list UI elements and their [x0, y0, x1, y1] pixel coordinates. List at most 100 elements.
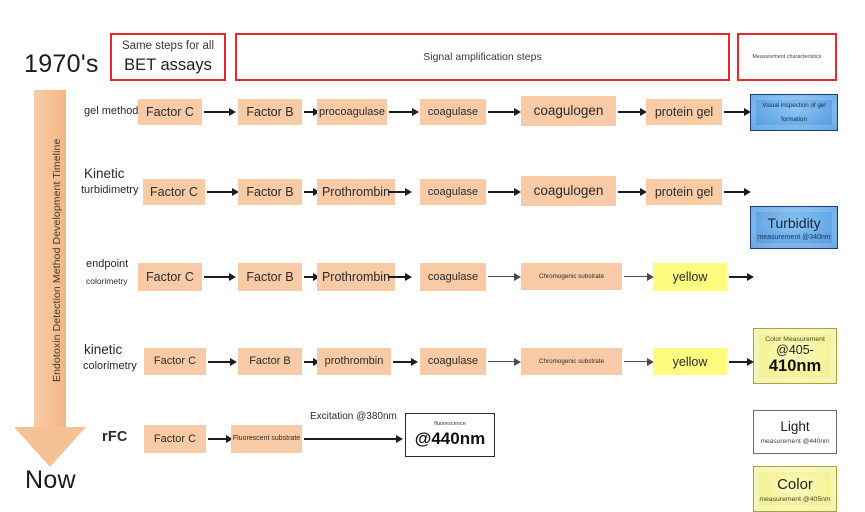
row-rfc-step-2: Fluorescent substrate: [231, 425, 302, 453]
row-endpoint-colorimetry-step-4: coagulase: [420, 263, 486, 291]
row-kinetic-colorimetry-result-sub: measurement @405nm: [759, 495, 831, 503]
row-endpoint-colorimetry-result-big: 410nm: [768, 357, 822, 375]
row-endpoint-colorimetry-arrow-5-head: [647, 272, 654, 281]
row-rfc-step-1: Factor C: [144, 425, 206, 453]
row-rfc-result-title: Light: [780, 419, 810, 434]
row-gel-method-step-3: procoagulase: [317, 99, 387, 125]
row-gel-method-arrow-3: [389, 111, 414, 113]
row-label-endpoint-colorimetry-small: colorimetry: [86, 276, 128, 286]
header-common-line2: BET assays: [124, 56, 212, 75]
row-endpoint-colorimetry-result-caption: Color Measurement: [765, 336, 825, 343]
row-label-kinetic-colorimetry-small: colorimetry: [83, 360, 137, 372]
row-gel-method-arrow-3-head: [412, 107, 419, 116]
header-measurement-characteristics-label: Measurement characteristics: [752, 54, 822, 60]
row-label-kinetic-turbidimetry-small: turbidimetry: [81, 184, 139, 196]
row-kinetic-colorimetry-result: Color measurement @405nm: [753, 466, 837, 512]
row-endpoint-colorimetry-arrow-1-head: [229, 272, 236, 281]
row-kinetic-colorimetry-arrow-2-head: [313, 357, 320, 366]
row-gel-method-arrow-4-head: [514, 107, 521, 116]
row-kinetic-turbidimetry-step-4: coagulase: [420, 179, 486, 205]
row-gel-method-step-6: protein gel: [646, 99, 722, 125]
row-kinetic-colorimetry-step-2: Factor B: [238, 348, 302, 375]
row-rfc-readout-value: @440nm: [414, 429, 486, 448]
row-endpoint-colorimetry-step-2: Factor B: [238, 263, 302, 291]
row-kinetic-colorimetry-arrow-5: [624, 361, 650, 363]
timeline-start-label: 1970's: [24, 50, 99, 78]
row-endpoint-colorimetry-result: Color Measurement @405- 410nm: [753, 328, 837, 384]
row-kinetic-turbidimetry-step-1: Factor C: [143, 179, 205, 205]
row-kinetic-colorimetry-step-3: prothrombin: [317, 348, 391, 375]
row-kinetic-turbidimetry-arrow-1-head: [232, 187, 239, 196]
row-label-rfc: rFC: [102, 429, 128, 445]
row-endpoint-colorimetry-step-6: yellow: [653, 263, 727, 291]
row-kinetic-turbidimetry-arrow-3: [388, 191, 408, 193]
row-kinetic-turbidimetry-result-sub: measurement @340nm: [757, 233, 831, 241]
row-endpoint-colorimetry-arrow-4-head: [514, 272, 521, 281]
row-gel-method-arrow-6-head: [744, 107, 751, 116]
header-group-measurement-characteristics: Measurement characteristics: [737, 33, 837, 81]
row-kinetic-turbidimetry-arrow-2-head: [313, 187, 320, 196]
row-label-kinetic-colorimetry-big: kinetic: [84, 342, 123, 357]
row-kinetic-colorimetry-arrow-4: [488, 361, 516, 363]
row-kinetic-turbidimetry-step-3: Prothrombin: [317, 179, 395, 205]
row-rfc-readout-caption: fluorescence: [434, 421, 466, 427]
row-gel-method-arrow-4: [488, 111, 516, 113]
row-gel-method-arrow-5-head: [640, 107, 647, 116]
row-gel-method-result-line2: formation: [781, 115, 807, 123]
row-endpoint-colorimetry-arrow-3-head: [405, 272, 412, 281]
row-kinetic-colorimetry-arrow-3: [393, 361, 413, 363]
row-kinetic-colorimetry-arrow-2: [304, 361, 315, 363]
row-kinetic-turbidimetry-arrow-1: [207, 191, 234, 193]
row-kinetic-colorimetry-step-5: Chromogenic substrate: [521, 348, 622, 375]
row-rfc-arrow-2: [304, 438, 398, 440]
row-kinetic-turbidimetry-arrow-4-head: [514, 187, 521, 196]
row-endpoint-colorimetry-arrow-5: [624, 276, 650, 278]
row-kinetic-colorimetry-step-4: coagulase: [420, 348, 486, 375]
row-kinetic-colorimetry-arrow-1-head: [230, 357, 237, 366]
row-kinetic-turbidimetry-step-6: protein gel: [646, 179, 722, 205]
row-endpoint-colorimetry-step-1: Factor C: [138, 263, 202, 291]
row-rfc-readout: fluorescence @440nm: [405, 413, 495, 457]
row-gel-method-arrow-2: [304, 111, 315, 113]
row-gel-method-arrow-1-head: [229, 107, 236, 116]
diagram-canvas: 1970's Endotoxin Detection Method Develo…: [0, 0, 865, 501]
row-endpoint-colorimetry-arrow-6-head: [747, 272, 754, 281]
row-rfc-result: Light measurement @440nm: [753, 410, 837, 454]
row-kinetic-turbidimetry-arrow-6-head: [744, 187, 751, 196]
row-kinetic-colorimetry-arrow-3-head: [411, 357, 418, 366]
header-signal-amplification-label: Signal amplification steps: [423, 51, 542, 63]
row-endpoint-colorimetry-arrow-6: [729, 276, 749, 278]
row-kinetic-turbidimetry-result-title: Turbidity: [767, 214, 821, 231]
row-gel-method-step-5: coagulogen: [521, 96, 616, 126]
row-endpoint-colorimetry-arrow-1: [204, 276, 231, 278]
row-gel-method-arrow-6: [724, 111, 746, 113]
row-kinetic-colorimetry-step-1: Factor C: [144, 348, 206, 375]
row-kinetic-colorimetry-result-title: Color: [777, 475, 813, 493]
row-kinetic-turbidimetry-step-2: Factor B: [238, 179, 302, 205]
row-kinetic-colorimetry-arrow-6-head: [747, 357, 754, 366]
row-rfc-arrow-1-head: [226, 434, 233, 443]
row-endpoint-colorimetry-arrow-3: [388, 276, 408, 278]
row-label-endpoint-colorimetry-big: endpoint: [86, 258, 129, 270]
row-gel-method-arrow-2-head: [313, 107, 320, 116]
row-gel-method-result-line1: Visual inspection of gel: [762, 102, 826, 110]
header-group-signal-amplification: Signal amplification steps: [235, 33, 730, 81]
row-label-gel-method: gel method: [84, 105, 139, 117]
row-gel-method-arrow-1: [204, 111, 231, 113]
row-gel-method-arrow-5: [618, 111, 642, 113]
row-kinetic-turbidimetry-arrow-5: [618, 191, 642, 193]
row-kinetic-colorimetry-arrow-5-head: [647, 357, 654, 366]
row-rfc-excitation-label: Excitation @380nm: [310, 411, 397, 422]
row-kinetic-colorimetry-arrow-4-head: [514, 357, 521, 366]
header-common-line1: Same steps for all: [121, 39, 215, 52]
row-rfc-arrow-1: [208, 438, 228, 440]
row-endpoint-colorimetry-arrow-2: [304, 276, 315, 278]
row-gel-method-step-4: coagulase: [420, 99, 486, 125]
timeline-arrow-head: [14, 427, 86, 467]
row-kinetic-turbidimetry-arrow-5-head: [640, 187, 647, 196]
row-rfc-arrow-2-head: [396, 434, 403, 443]
row-kinetic-turbidimetry-result: Turbidity measurement @340nm: [750, 206, 838, 249]
header-group-common-steps: Same steps for all BET assays: [110, 33, 226, 81]
row-kinetic-turbidimetry-arrow-4: [488, 191, 516, 193]
row-gel-method-result: Visual inspection of gel formation: [750, 94, 838, 131]
